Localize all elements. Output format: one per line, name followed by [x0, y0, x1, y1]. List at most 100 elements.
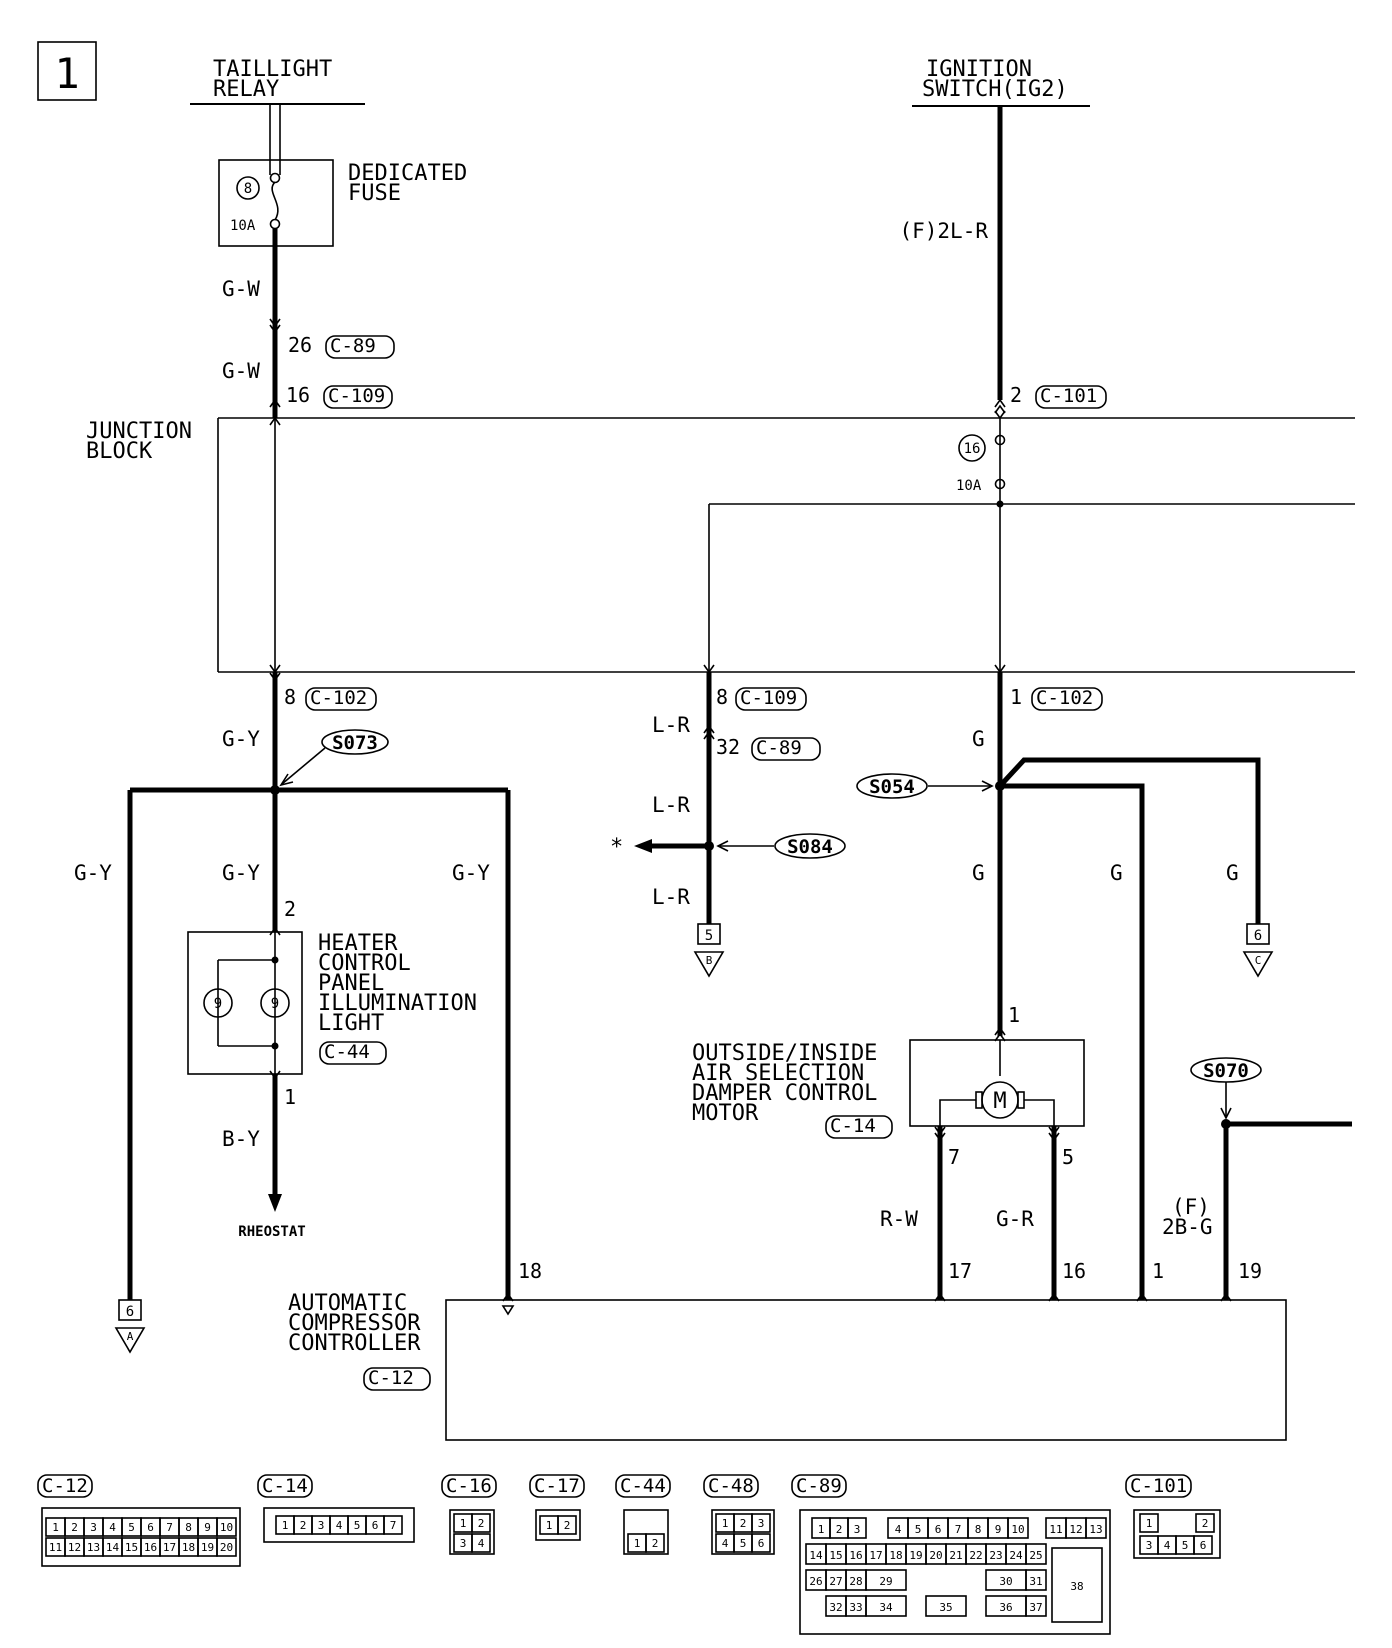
legend-c48-r2-pin: 5	[740, 1537, 747, 1550]
legend-c14-body	[263, 1507, 415, 1543]
legend-c89-r4c-pin: 35	[939, 1601, 952, 1614]
legend-c89-r2b-pin: 21	[949, 1549, 962, 1562]
legend-c12-r1-pin: 7	[166, 1521, 173, 1534]
pin-2-c101: 2	[1010, 383, 1022, 407]
junction-block: JUNCTION BLOCK 16 10A	[86, 410, 1355, 673]
legend-c101-t2-pin: 2	[1202, 1517, 1209, 1530]
conn-ref-c101: C-101	[1040, 385, 1097, 407]
pin-18: 18	[518, 1259, 542, 1283]
legend-c16-r2-pin: 4	[478, 1537, 485, 1550]
junction-block-line1: JUNCTION	[86, 419, 192, 444]
legend-c89-r1b-pin: 5	[915, 1523, 922, 1536]
legend-c12-label: C-12	[42, 1475, 88, 1497]
legend-c16-label-frame	[441, 1474, 497, 1498]
wire-label-gy-left: G-Y	[74, 861, 112, 885]
legend-c101-b-cell	[1193, 1535, 1213, 1555]
legend-c101-body	[1133, 1509, 1221, 1559]
legend-c89-r4d-pin: 36	[999, 1601, 1012, 1614]
legend-c44-pin: 1	[634, 1537, 641, 1550]
legend-c48-r2-pin: 6	[758, 1537, 765, 1550]
wire-label-by: B-Y	[222, 1127, 260, 1151]
legend-c89-r4b-pin: 34	[879, 1601, 893, 1614]
offpage-c-num: 6	[1254, 928, 1262, 944]
wire-label-g-4: G	[1226, 861, 1239, 885]
heater-panel-line3: PANEL	[318, 971, 384, 996]
legend-c89-r2a-pin: 16	[849, 1549, 862, 1562]
legend-c89-r1a-pin: 2	[836, 1523, 843, 1536]
legend-c89-r1b-pin: 8	[975, 1523, 982, 1536]
legend-c12-r1-pin: 8	[185, 1521, 192, 1534]
compressor-controller: AUTOMATIC COMPRESSOR CONTROLLER C-12	[288, 1291, 1287, 1441]
legend-c48-r2-pin: 4	[722, 1537, 729, 1550]
legend-c89-r3d-pin: 31	[1029, 1575, 1042, 1588]
legend-c16-r1-pin: 2	[478, 1517, 485, 1530]
pin-32: 32	[716, 735, 740, 759]
legend-c12-r2-pin: 15	[125, 1541, 138, 1554]
pin-26: 26	[288, 333, 312, 357]
legend-c12-r1-pin: 5	[128, 1521, 135, 1534]
legend-c89-r4e-pin: 37	[1029, 1601, 1042, 1614]
pin-19: 19	[1238, 1259, 1262, 1283]
splice-s073: S073	[332, 732, 378, 754]
legend-c48-r2-cell	[751, 1533, 771, 1553]
legend-c89-r4c-cell	[925, 1595, 967, 1617]
wire-label-gw-2: G-W	[222, 359, 260, 383]
legend-c89-r2b-pin: 23	[989, 1549, 1002, 1562]
legend-c101-label-frame	[1125, 1474, 1192, 1498]
legend-c89-r2a-pin: 15	[829, 1549, 842, 1562]
legend-c89-r1a-pin: 3	[854, 1523, 861, 1536]
legend-c14-pin: 7	[390, 1519, 397, 1532]
offpage-b-num: 5	[705, 928, 713, 944]
pin-5: 5	[1062, 1145, 1074, 1169]
legend-c12-r1-pin: 4	[109, 1521, 116, 1534]
page-number: 1	[54, 49, 79, 98]
controller-line3: CONTROLLER	[288, 1331, 421, 1356]
ignition-switch: IGNITION SWITCH(IG2) (F)2L-R	[899, 57, 1090, 400]
legend-c89-body	[799, 1509, 1111, 1635]
legend-c44-body	[623, 1509, 669, 1555]
legend-c89-r3a-pin: 26	[809, 1575, 822, 1588]
jb-fuse-rating: 10A	[956, 478, 982, 494]
offpage-b: 5 B	[693, 923, 725, 978]
wire-label-g-2: G	[972, 861, 985, 885]
heater-control-panel-light: 9 9 HEATER CONTROL PANEL ILLUMINATION LI…	[187, 931, 477, 1075]
legend-c12-r2-pin: 11	[49, 1541, 62, 1554]
legend-c48-r1-pin: 3	[758, 1517, 765, 1530]
legend-c48-r1-cell	[751, 1513, 771, 1533]
heater-panel-line2: CONTROL	[318, 951, 411, 976]
legend-c89-r2c-cell	[1025, 1543, 1047, 1565]
taillight-relay: TAILLIGHT RELAY	[190, 57, 365, 175]
legend-c17-pin: 1	[546, 1519, 553, 1532]
legend-c14-pin: 6	[372, 1519, 379, 1532]
conn-ref-c12: C-12	[368, 1367, 414, 1389]
legend-c12-r2-pin: 19	[201, 1541, 214, 1554]
wire-label-lr-2: L-R	[652, 793, 690, 817]
legend-c12-r1-pin: 9	[204, 1521, 211, 1534]
dedicated-fuse-line1: DEDICATED	[348, 161, 467, 186]
dedicated-fuse-line2: FUSE	[348, 181, 401, 206]
pin-1-c44: 1	[284, 1085, 296, 1109]
wire-label-lr-1: L-R	[652, 713, 690, 737]
conn-ref-c102b: C-102	[1036, 687, 1093, 709]
splice-s054: S054	[869, 776, 915, 798]
wire-label-g-1: G	[972, 727, 985, 751]
legend-c16-body	[449, 1509, 495, 1555]
controller-line2: COMPRESSOR	[288, 1311, 421, 1336]
conn-ref-c109b: C-109	[740, 687, 797, 709]
damper-control-motor: M OUTSIDE/INSIDE AIR SELECTION DAMPER CO…	[692, 1039, 1085, 1139]
wire-label-lr-3: L-R	[652, 885, 690, 909]
legend-c16-r1-cell	[471, 1513, 491, 1533]
heater-panel-line1: HEATER	[318, 931, 398, 956]
pin-1-c102b: 1	[1010, 685, 1022, 709]
legend-c48-r1-pin: 1	[722, 1517, 729, 1530]
legend-c12-label-frame	[37, 1474, 93, 1498]
legend-c89-r4a-pin: 33	[849, 1601, 862, 1614]
legend-c16-r2-pin: 3	[460, 1537, 467, 1550]
legend-c101-t1-pin: 1	[1146, 1517, 1153, 1530]
asterisk: *	[610, 835, 623, 860]
legend-c14-cell	[383, 1515, 403, 1535]
controller-line1: AUTOMATIC	[288, 1291, 407, 1316]
legend-c101-b-pin: 4	[1164, 1539, 1171, 1552]
